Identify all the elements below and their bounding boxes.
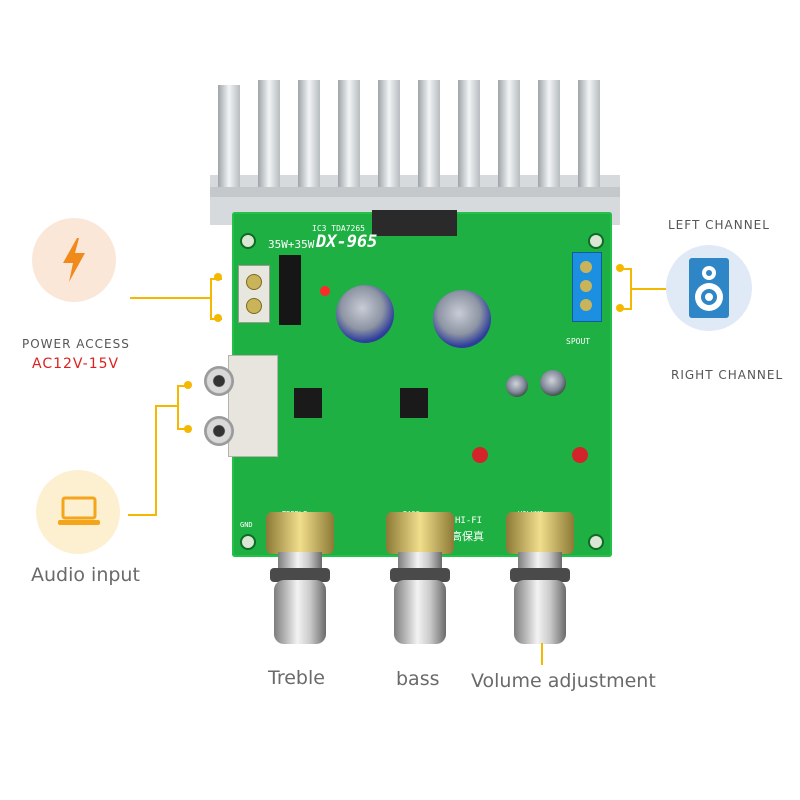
rca-input-block: [204, 355, 278, 457]
capacitor-red: [472, 447, 488, 463]
mounting-hole: [588, 233, 604, 249]
audio-icon-circle: [36, 470, 120, 554]
connector-dot: [214, 273, 222, 281]
volume-knob[interactable]: [500, 512, 580, 647]
board-power-rating: 35W+35W: [268, 238, 315, 251]
power-terminal-block: [238, 265, 270, 323]
board-spout: SPOUT: [566, 337, 591, 346]
audio-bracket-arm: [177, 428, 189, 430]
capacitor: [336, 285, 394, 343]
audio-bracket-arm: [177, 385, 189, 387]
board-ic3-label: IC3 TDA7265: [312, 224, 365, 233]
laptop-icon: [58, 496, 100, 525]
board-model: DX-965: [316, 232, 378, 252]
lightning-icon: [63, 238, 85, 282]
audio-bracket: [177, 385, 179, 430]
capacitor-red: [572, 447, 588, 463]
mounting-hole: [588, 534, 604, 550]
volume-pointer-line: [541, 643, 543, 665]
capacitor: [506, 375, 528, 397]
board-hifi: HI-FI: [455, 516, 483, 526]
audio-connector-line: [155, 405, 157, 515]
bass-label: bass: [396, 668, 440, 690]
connector-dot: [184, 381, 192, 389]
speaker-terminal-block: [572, 252, 602, 322]
bass-knob[interactable]: [380, 512, 460, 647]
op-amp-ic: [400, 388, 428, 418]
speaker-icon: [689, 258, 729, 318]
mounting-hole: [240, 233, 256, 249]
audio-input-label: Audio input: [31, 564, 140, 586]
power-connector-line: [130, 297, 210, 299]
speaker-bracket-arm: [620, 268, 632, 270]
connector-dot: [616, 264, 624, 272]
board-gnd: GND: [240, 521, 253, 529]
treble-knob[interactable]: [260, 512, 340, 647]
volume-label: Volume adjustment: [471, 670, 656, 692]
power-voltage-label: AC12V-15V: [32, 356, 120, 372]
heatsink: [210, 80, 620, 225]
speaker-connector-line: [630, 288, 666, 290]
left-channel-label: LEFT CHANNEL: [668, 218, 770, 232]
speaker-bracket-arm: [620, 308, 632, 310]
power-access-label: POWER ACCESS: [22, 337, 130, 351]
rectifier: [279, 255, 301, 325]
op-amp-ic: [294, 388, 322, 418]
board-hifi-cn: 高保真: [451, 530, 484, 543]
audio-line-stub: [128, 514, 157, 516]
power-connector-bracket: [210, 278, 212, 318]
capacitor: [540, 370, 566, 396]
right-channel-label: RIGHT CHANNEL: [671, 368, 784, 382]
mounting-hole: [240, 534, 256, 550]
connector-dot: [214, 314, 222, 322]
led: [320, 286, 330, 296]
capacitor: [433, 290, 491, 348]
treble-label: Treble: [268, 667, 325, 689]
power-ic: [372, 210, 457, 236]
speaker-bracket: [630, 268, 632, 308]
connector-dot: [184, 425, 192, 433]
audio-bracket-arm: [155, 405, 177, 407]
connector-dot: [616, 304, 624, 312]
